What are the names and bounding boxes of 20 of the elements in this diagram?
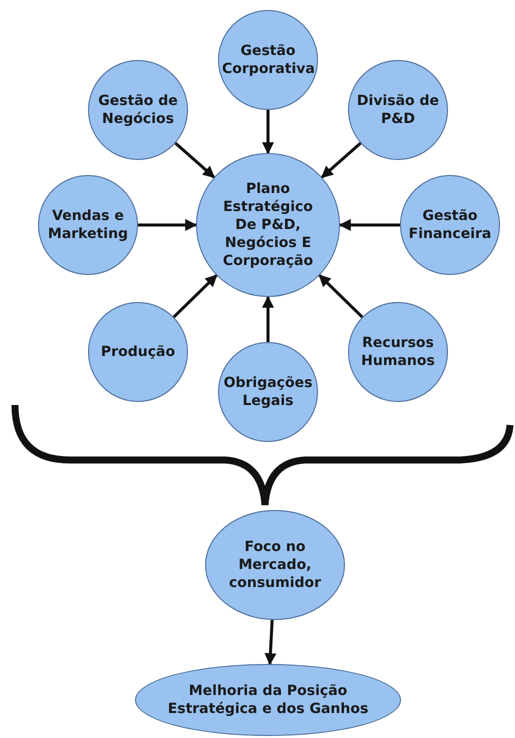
arrow bbox=[262, 296, 274, 342]
node-text: Plano Estratégico De P&D, Negócios E Corporação bbox=[222, 180, 314, 270]
node-text: Foco no Mercado, consumidor bbox=[228, 538, 322, 592]
arrow bbox=[338, 219, 400, 231]
arrow bbox=[318, 274, 364, 318]
node-text: Gestão de Negócios bbox=[97, 92, 179, 128]
arrow bbox=[262, 110, 274, 154]
node-text: Obrigações Legais bbox=[222, 374, 314, 410]
node-text: Produção bbox=[100, 343, 176, 361]
node-text: Gestão Corporativa bbox=[222, 42, 314, 78]
node-text: Divisão de P&D bbox=[356, 92, 440, 128]
arrow bbox=[174, 142, 216, 178]
arrow bbox=[264, 620, 276, 666]
node-text: Vendas e Marketing bbox=[46, 207, 130, 243]
arrow bbox=[320, 142, 362, 178]
arrow bbox=[138, 219, 198, 231]
node-text: Melhoria da Posição Estratégica e dos Ganhos bbox=[166, 682, 370, 718]
node-text: Gestão Financeira bbox=[408, 207, 492, 243]
node-text: Recursos Humanos bbox=[360, 334, 436, 370]
arrow bbox=[172, 274, 218, 318]
